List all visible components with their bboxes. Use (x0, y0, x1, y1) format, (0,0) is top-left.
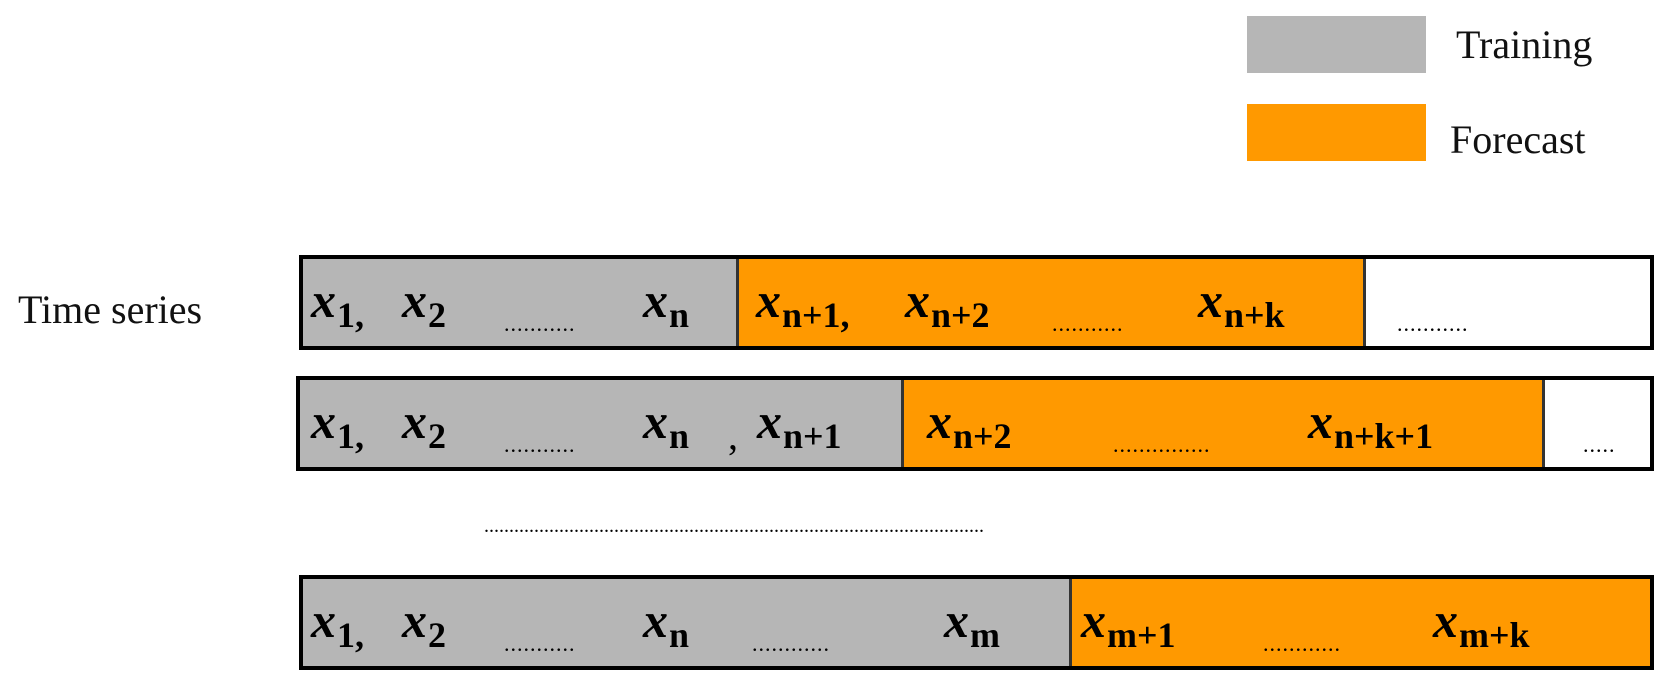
legend-training-swatch (1247, 16, 1426, 73)
legend-training-label: Training (1456, 22, 1593, 67)
row-2-training-dots: ........... (504, 432, 576, 457)
row-3-training-dots-2: ............ (752, 631, 830, 656)
time-series-label: Time series (18, 287, 203, 332)
row-3-forecast-segment (1072, 579, 1650, 666)
row-2-forecast-segment (904, 380, 1542, 467)
legend-forecast-label: Forecast (1450, 117, 1586, 162)
row-2-comma: , (728, 413, 738, 458)
row-1-training-segment (303, 259, 736, 346)
row-3-term-xm1: xm+1 (1081, 592, 1176, 655)
row-2-term-x2: x2 (402, 393, 446, 456)
row-1-term-x2: x2 (402, 272, 446, 335)
row-1-term-xn2: xn+2 (905, 272, 990, 335)
row-2-divider-1 (901, 380, 904, 467)
row-3-divider (1069, 579, 1072, 666)
row-2-training-segment (300, 380, 901, 467)
row-3-training-segment (303, 579, 1069, 666)
row-1-bar (299, 255, 1654, 350)
row-3-training-dots-1: ........... (504, 631, 576, 656)
row-1-training-dots: ........... (504, 311, 576, 336)
row-1-tail-dots: ........... (1397, 311, 1469, 336)
row-2-term-xn2: xn+2 (927, 393, 1012, 456)
row-separator-dots: ........................................… (484, 515, 984, 537)
row-3-term-xn: xn (643, 592, 690, 655)
row-1-term-xn: xn (643, 272, 690, 335)
row-2-divider-2 (1542, 380, 1545, 467)
row-2-term-xnk1: xn+k+1 (1308, 393, 1434, 456)
row-2-term-xn: xn (643, 393, 690, 456)
row-2-term-x1: x1, (311, 393, 364, 456)
row-3-term-xmk: xm+k (1433, 592, 1530, 655)
row-1-forecast-dots: ........... (1052, 311, 1124, 336)
row-1-term-xnk: xn+k (1198, 272, 1285, 335)
row-2-bar (296, 376, 1654, 471)
row-3-term-x1: x1, (311, 592, 364, 655)
row-1-divider-2 (1363, 259, 1366, 346)
row-2-term-xn1: xn+1 (757, 393, 842, 456)
row-3-term-xm: xm (944, 592, 1000, 655)
row-3-bar (299, 575, 1654, 670)
row-1-term-x1: x1, (311, 272, 364, 335)
row-3-forecast-dots: ............ (1263, 631, 1341, 656)
row-1-divider-1 (736, 259, 739, 346)
row-1-forecast-segment (739, 259, 1363, 346)
row-2-forecast-dots: ............... (1113, 432, 1211, 457)
row-3-term-x2: x2 (402, 592, 446, 655)
legend-forecast-swatch (1247, 104, 1426, 161)
row-2-tail-dots: ..... (1583, 432, 1616, 457)
row-1-term-xn1: xn+1, (756, 272, 850, 335)
